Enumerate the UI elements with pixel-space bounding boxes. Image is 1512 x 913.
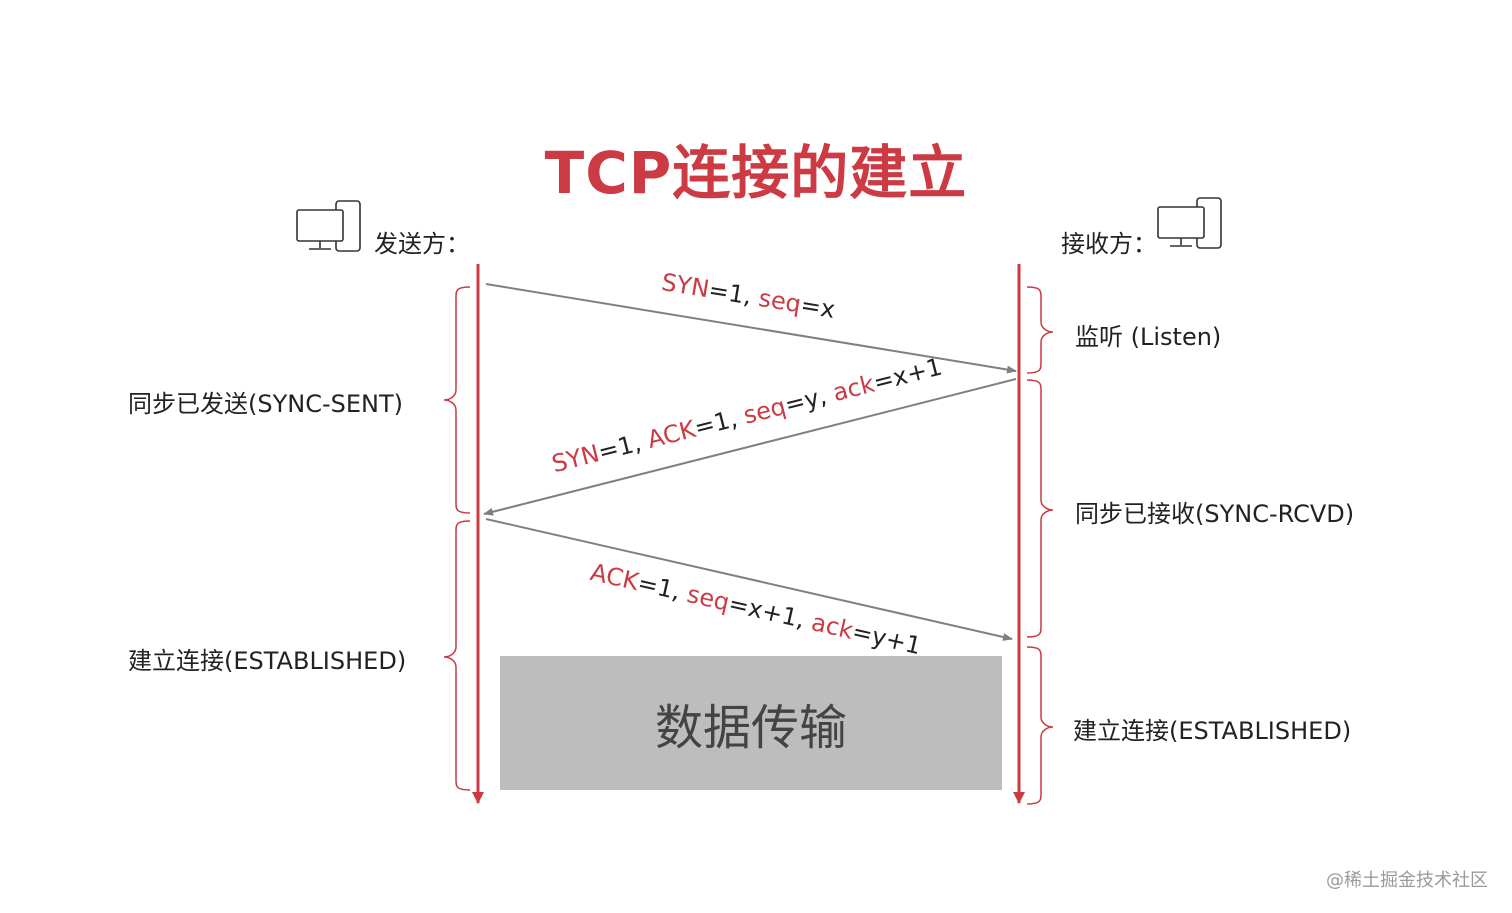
receiver-computer-icon xyxy=(1157,197,1222,249)
message-arrow-1 xyxy=(485,283,1017,374)
receiver-label: 接收方： xyxy=(1061,230,1157,258)
sender-label: 发送方： xyxy=(374,230,470,258)
message-arrow-3 xyxy=(485,518,1013,641)
receiver-brace-syn-rcvd xyxy=(1026,379,1054,638)
watermark: @稀土掘金技术社区 xyxy=(1326,870,1488,891)
sender-timeline-arrowhead xyxy=(472,792,484,804)
receiver-state-syn-rcvd: 同步已接收(SYNC-RCVD) xyxy=(1075,500,1355,528)
diagram-title: TCP连接的建立 xyxy=(544,139,968,207)
message-1-part: =x xyxy=(798,290,838,324)
receiver-state-established: 建立连接(ESTABLISHED) xyxy=(1073,717,1352,745)
sender-brace-established xyxy=(443,520,471,791)
message-arrow-2 xyxy=(483,378,1017,516)
sender-state-established: 建立连接(ESTABLISHED) xyxy=(128,647,407,675)
receiver-timeline-arrowhead xyxy=(1013,792,1025,804)
sender-brace-syn-sent xyxy=(443,286,471,514)
receiver-state-listen: 监听 (Listen) xyxy=(1075,323,1222,351)
receiver-brace-listen xyxy=(1026,286,1054,374)
data-transfer-box: 数据传输 xyxy=(500,656,1002,790)
data-transfer-label: 数据传输 xyxy=(654,700,847,756)
receiver-brace-established xyxy=(1026,646,1054,805)
sender-state-syn-sent: 同步已发送(SYNC-SENT) xyxy=(128,390,404,418)
sender-computer-icon xyxy=(296,200,361,252)
